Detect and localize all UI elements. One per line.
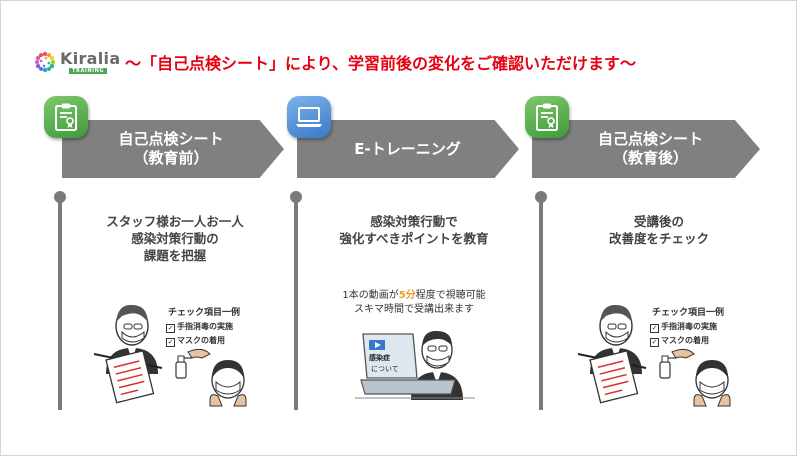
step1-description: スタッフ様お一人お一人 感染対策行動の 課題を把握	[70, 213, 280, 264]
logo-subtitle: TRAINING	[69, 68, 107, 74]
step1-title: 自己点検シート（教育前）	[96, 120, 246, 178]
step1-badge	[44, 96, 88, 138]
staff-checklist-illustration	[576, 296, 736, 408]
step3-title: 自己点検シート（教育後）	[573, 120, 728, 178]
step1-line	[58, 199, 62, 410]
clipboard-certificate-icon	[53, 102, 79, 132]
step3-description: 受講後の 改善度をチェック	[553, 213, 765, 247]
step2-description: 感染対策行動で 強化すべきポイントを教育	[308, 213, 520, 247]
headline: 〜「自己点検シート」により、学習前後の変化をご確認いただけます〜	[125, 50, 636, 74]
step3-line	[539, 199, 543, 410]
step2-note: 1本の動画が5分程度で視聴可能 スキマ時間で受講出来ます	[308, 289, 520, 317]
laptop-icon	[294, 105, 324, 129]
step3-badge	[525, 96, 569, 138]
logo-wordmark: Kiralia	[60, 49, 120, 68]
step2-badge	[287, 96, 331, 138]
logo-starburst-icon	[33, 50, 57, 74]
duration-highlight: 5分	[399, 290, 416, 301]
video-screen-title: 感染症	[369, 353, 390, 363]
video-screen-subtitle: について	[371, 364, 399, 374]
step2-title: E-トレーニング	[330, 120, 485, 178]
clipboard-certificate-icon	[534, 102, 560, 132]
step2-line	[294, 199, 298, 410]
staff-checklist-illustration	[92, 296, 252, 408]
kiralia-logo: Kiralia TRAINING	[33, 50, 113, 80]
